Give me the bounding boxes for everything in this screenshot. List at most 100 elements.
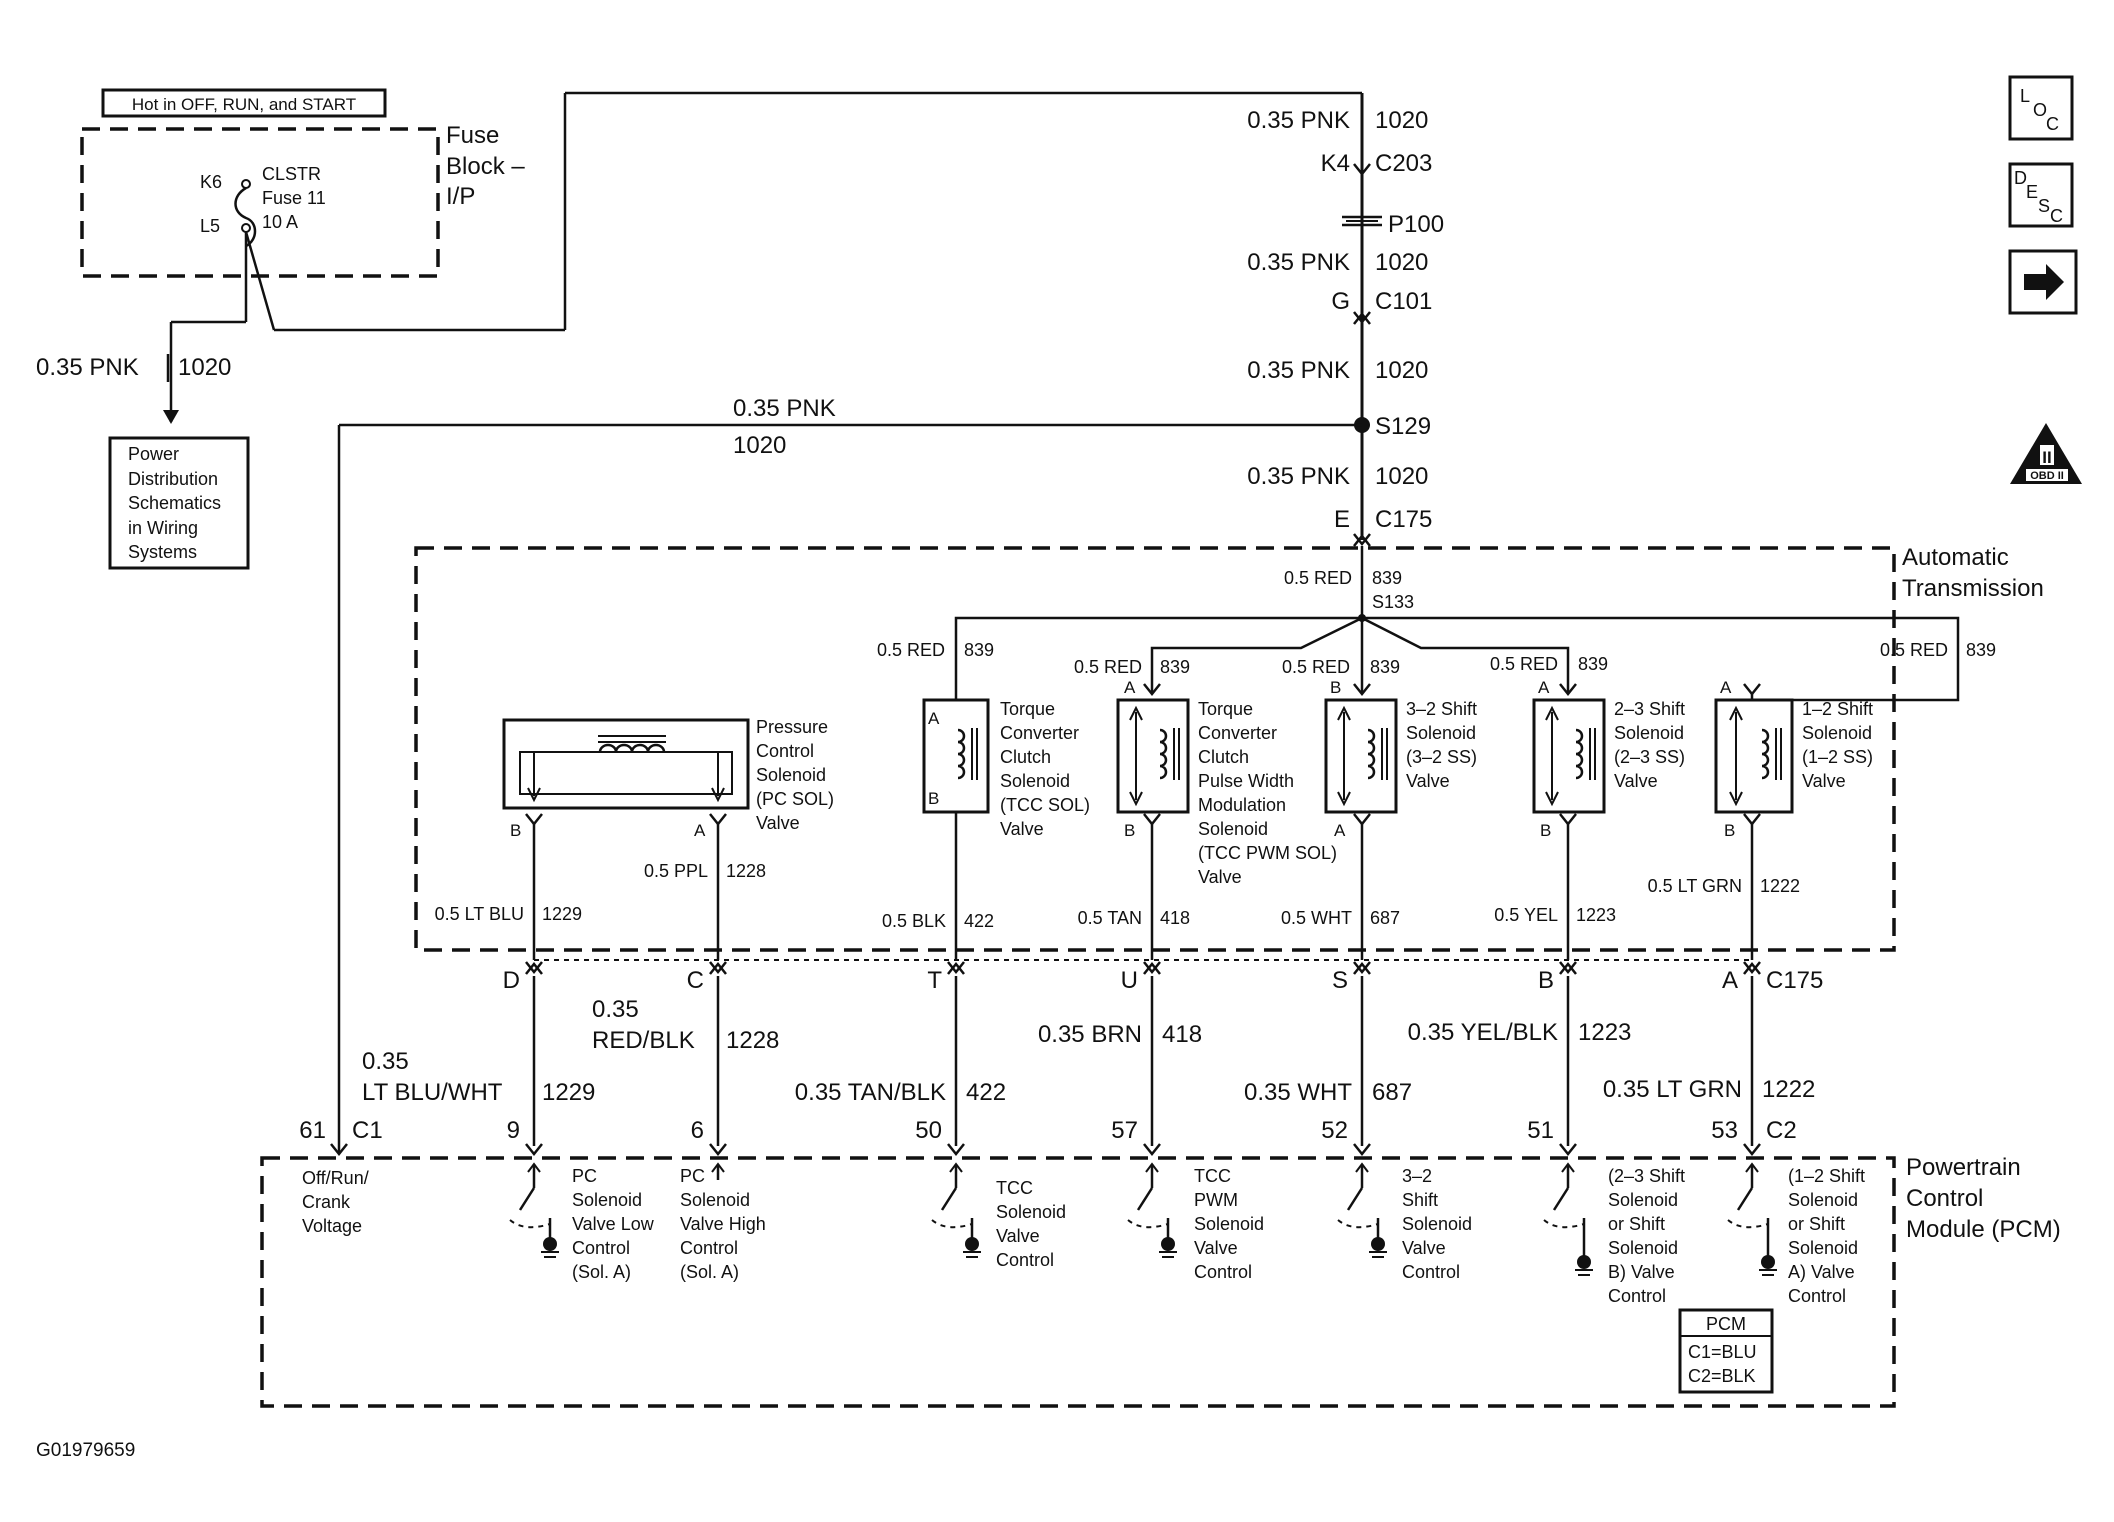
harness-wires bbox=[532, 976, 1754, 1146]
ss23ctl-l6: Control bbox=[1608, 1286, 1666, 1306]
desc-s: S bbox=[2038, 196, 2050, 216]
c175-pin-d: D bbox=[503, 967, 520, 994]
c175-connector-icons bbox=[524, 960, 1762, 976]
ss32-l4: Valve bbox=[1406, 771, 1450, 791]
c175-pin-c: C bbox=[687, 967, 704, 994]
tccctl-l4: Control bbox=[996, 1250, 1054, 1270]
ss23ctl-l5: B) Valve bbox=[1608, 1262, 1675, 1282]
feed-ss12-size: 0.5 RED bbox=[1880, 640, 1948, 660]
harness-wht-circuit: 687 bbox=[1372, 1079, 1412, 1106]
tccpwmctl-l1: TCC bbox=[1194, 1166, 1231, 1186]
tccpwm-l7: (TCC PWM SOL) bbox=[1198, 843, 1337, 863]
tccpwm-l2: Converter bbox=[1198, 723, 1277, 743]
pcm-c2-label: C2 bbox=[1766, 1117, 1797, 1144]
desc-d: D bbox=[2014, 168, 2027, 188]
ss32ctl-l2: Shift bbox=[1402, 1190, 1438, 1210]
trans-top-size: 0.5 RED bbox=[1284, 568, 1352, 588]
harness-yelblk-circuit: 1223 bbox=[1578, 1019, 1631, 1046]
pcsol-l2: Control bbox=[756, 741, 814, 761]
s129-label: S129 bbox=[1375, 413, 1431, 440]
loc-o: O bbox=[2033, 100, 2047, 120]
ss12-pin-b: B bbox=[1724, 821, 1735, 840]
ss23ctl-l4: Solenoid bbox=[1608, 1238, 1678, 1258]
ss12-l3: (1–2 SS) bbox=[1802, 747, 1873, 767]
arrow-right-icon bbox=[2024, 264, 2064, 300]
ss32-l1: 3–2 Shift bbox=[1406, 699, 1477, 719]
trans-top-circuit: 839 bbox=[1372, 568, 1402, 588]
tcc-l2: Converter bbox=[1000, 723, 1079, 743]
power-dist-4: in Wiring bbox=[128, 518, 198, 538]
c175-pin-b: B bbox=[1538, 967, 1554, 994]
out-wht-circuit: 687 bbox=[1370, 908, 1400, 928]
branch-circuit: 1020 bbox=[733, 432, 786, 459]
power-dist-3: Schematics bbox=[128, 493, 221, 513]
feed-ss32-size: 0.5 RED bbox=[1282, 657, 1350, 677]
solenoid-output-wires bbox=[532, 812, 1754, 960]
tccpwm-l5: Modulation bbox=[1198, 795, 1286, 815]
fuse-name-1: CLSTR bbox=[262, 164, 321, 184]
pclow-l1: PC bbox=[572, 1166, 597, 1186]
next-page-button[interactable] bbox=[2008, 249, 2078, 315]
c175-pin-t: T bbox=[927, 967, 942, 994]
p100-label: P100 bbox=[1388, 211, 1444, 238]
pclow-l5: (Sol. A) bbox=[572, 1262, 631, 1282]
pcm-legend-c2: C2=BLK bbox=[1688, 1366, 1756, 1386]
hot-label: Hot in OFF, RUN, and START bbox=[132, 95, 356, 114]
harness-brn-circuit: 418 bbox=[1162, 1021, 1202, 1048]
fuse-l5: L5 bbox=[200, 216, 220, 236]
c175-top-label: C175 bbox=[1375, 506, 1432, 533]
c203-label: C203 bbox=[1375, 150, 1432, 177]
tcc-l1: Torque bbox=[1000, 699, 1055, 719]
fuse-block-title-2: Block – bbox=[446, 153, 525, 180]
out-yel-size: 0.5 YEL bbox=[1494, 905, 1558, 925]
fuse-k6: K6 bbox=[200, 172, 222, 192]
pchigh-l4: Control bbox=[680, 1238, 738, 1258]
pcsol-l5: Valve bbox=[756, 813, 800, 833]
out-ltblu-size: 0.5 LT BLU bbox=[435, 904, 524, 924]
out-wht-size: 0.5 WHT bbox=[1281, 908, 1352, 928]
power-dist-box[interactable] bbox=[108, 436, 250, 570]
power-dist-5: Systems bbox=[128, 542, 197, 562]
ss12ctl-l1: (1–2 Shift bbox=[1788, 1166, 1865, 1186]
harness-ltblu-circuit: 1229 bbox=[542, 1079, 595, 1106]
branch-size: 0.35 PNK bbox=[733, 395, 836, 422]
harness-ltblu-1: 0.35 bbox=[362, 1048, 409, 1075]
feed-ss32-circuit: 839 bbox=[1370, 657, 1400, 677]
tcc-solenoid bbox=[922, 692, 990, 814]
ss12ctl-l2: Solenoid bbox=[1788, 1190, 1858, 1210]
wire-s133-tccpwm bbox=[1150, 616, 1363, 692]
pcm-legend-title: PCM bbox=[1706, 1314, 1746, 1334]
tccpwmctl-l3: Solenoid bbox=[1194, 1214, 1264, 1234]
pcm-driver-switches bbox=[509, 1162, 1779, 1277]
pcm-pin-61: 61 bbox=[299, 1117, 326, 1144]
out-ltgrn-circuit: 1222 bbox=[1760, 876, 1800, 896]
hot-label-box bbox=[101, 88, 387, 118]
ss23ctl-l1: (2–3 Shift bbox=[1608, 1166, 1685, 1186]
ss23ctl-l2: Solenoid bbox=[1608, 1190, 1678, 1210]
out-ppl-size: 0.5 PPL bbox=[644, 861, 708, 881]
feed-tccpwm-circuit: 839 bbox=[1160, 657, 1190, 677]
pcsol-l4: (PC SOL) bbox=[756, 789, 834, 809]
harness-ltblu-2: LT BLU/WHT bbox=[362, 1079, 503, 1106]
wire-fuse-diag bbox=[244, 231, 276, 331]
c203-pin: K4 bbox=[1321, 150, 1350, 177]
pcsol-pin-b: B bbox=[510, 821, 521, 840]
feed-tcc-circuit: 839 bbox=[964, 640, 994, 660]
trans-title-1: Automatic bbox=[1902, 544, 2009, 571]
ss23-l2: Solenoid bbox=[1614, 723, 1684, 743]
pcm-border bbox=[260, 1156, 1896, 1408]
pcm-title-2: Control bbox=[1906, 1185, 1983, 1212]
out-yel-circuit: 1223 bbox=[1576, 905, 1616, 925]
harness-ltgrn-size: 0.35 LT GRN bbox=[1603, 1076, 1742, 1103]
obd-text: OBD II bbox=[2030, 470, 2064, 482]
power-dist-1: Power bbox=[128, 444, 179, 464]
pcm-pin-57: 57 bbox=[1111, 1117, 1138, 1144]
ss23-pin-b: B bbox=[1540, 821, 1551, 840]
ss32ctl-l3: Solenoid bbox=[1402, 1214, 1472, 1234]
pclow-l3: Valve Low bbox=[572, 1214, 655, 1234]
loc-button[interactable]: L O C bbox=[2008, 75, 2074, 141]
out-tan-size: 0.5 TAN bbox=[1078, 908, 1142, 928]
desc-button[interactable]: D E S C bbox=[2008, 162, 2074, 228]
out-blk-size: 0.5 BLK bbox=[882, 911, 946, 931]
